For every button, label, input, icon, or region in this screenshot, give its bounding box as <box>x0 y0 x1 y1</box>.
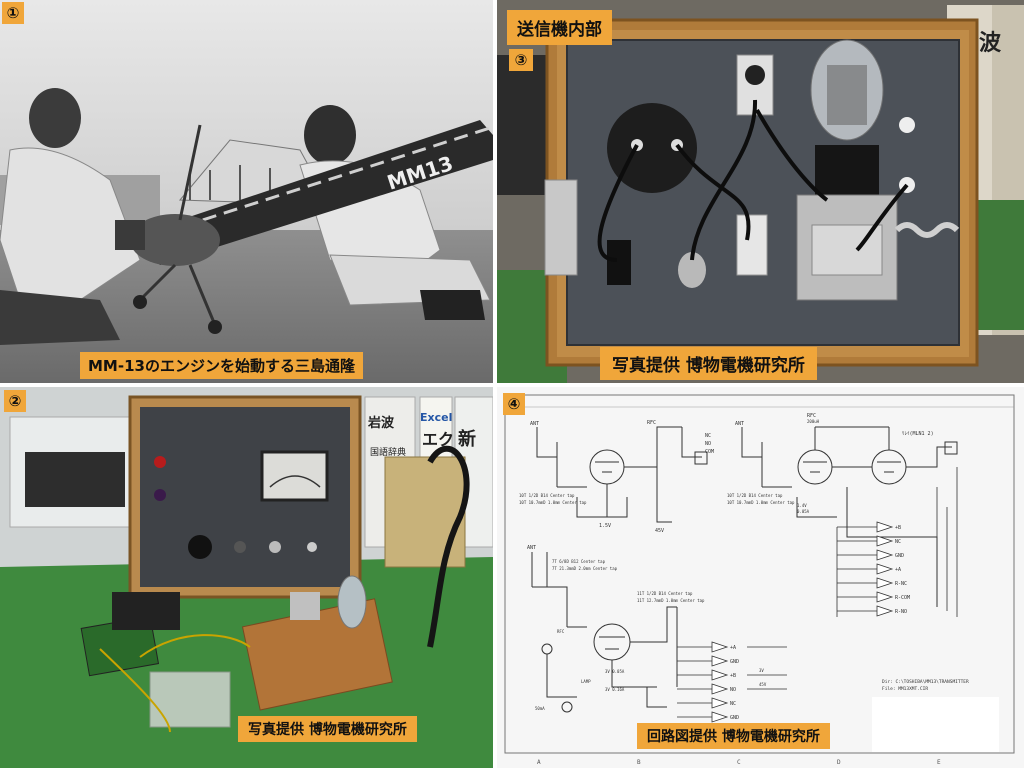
schematic-label-coil-g: 11T 1/2D B14 Center tap <box>637 591 693 596</box>
schematic-label-ant-3: ANT <box>527 545 536 551</box>
transmitter-receiver-photo: 岩波 国語辞典 Excel エク 新 <box>0 387 493 768</box>
schematic-panel-4: ANT RFC NC NO COM 10T 1/2D B14 Center ta… <box>497 387 1024 768</box>
schematic-label-com-1: COM <box>705 449 714 455</box>
schematic-label-lamp: LAMP <box>581 679 591 684</box>
grid-letter-c: C <box>737 759 741 766</box>
panel-caption-3: 写真提供 博物電機研究所 <box>600 347 817 380</box>
panel-number-2: ② <box>4 390 26 412</box>
panel-caption-1: MM-13のエンジンを始動する三島通隆 <box>80 352 363 379</box>
panel-number-3: ③ <box>509 49 533 71</box>
schematic-label-005a: 0.05A <box>797 509 810 514</box>
book-spine-iwanami: 岩波 <box>367 415 395 431</box>
terminal-label-r4: +A <box>895 567 901 573</box>
schematic-file: File: MM13XMT.CIR <box>882 686 928 692</box>
photo-panel-3: 岩波 送信機内部 ③ 写真提供 博物電機研究所 <box>497 0 1024 383</box>
terminal-label-r6: R-COM <box>895 595 910 601</box>
panel-number-4: ④ <box>503 393 525 415</box>
terminal-label-b1: +A <box>730 645 736 651</box>
schematic-label-1v4: 1.4V <box>797 503 807 508</box>
photo-panel-2: 岩波 国語辞典 Excel エク 新 ② 写真提供 博物電機研究所 <box>0 387 493 768</box>
grid-letter-d: D <box>837 759 841 766</box>
terminal-label-b6: GND <box>730 715 739 721</box>
schematic-dir: Dir: C:\TOSHIBA\MM13\TRANSMITTER <box>882 679 969 685</box>
schematic-label-coil-a: 10T 1/2D B14 Center tap <box>519 493 575 498</box>
terminal-label-b3: +B <box>730 673 736 679</box>
grid-letter-a: A <box>537 759 541 766</box>
schematic-label-ant-2: ANT <box>735 421 744 427</box>
transmitter-interior-photo: 岩波 <box>497 0 1024 383</box>
terminal-label-r7: R-NO <box>895 609 907 615</box>
schematic-label-rfc-2: RFC <box>807 413 816 419</box>
circuit-schematic: ANT RFC NC NO COM 10T 1/2D B14 Center ta… <box>497 387 1024 768</box>
schematic-label-45v: 45V <box>655 528 664 534</box>
schematic-label-3v-005a: 3V 0.05A <box>605 669 625 674</box>
book-spine-new: 新 <box>458 428 476 450</box>
panel-number-1: ① <box>2 2 24 24</box>
terminal-label-b4: NO <box>730 687 736 693</box>
schematic-label-coil-h: 11T 12.7mmD 1.0mm Center tap <box>637 598 705 603</box>
schematic-label-rfc-1: RFC <box>647 420 656 426</box>
schematic-label-200uh: 200uH <box>807 419 820 424</box>
schematic-label-nc-1: NC <box>705 433 711 439</box>
grid-letter-b: B <box>637 759 641 766</box>
schematic-label-coil-b: 10T 10.7mmD 1.0mm Center tap <box>519 500 587 505</box>
schematic-label-coil-d: 10T 10.7mmD 1.0mm Center tap <box>727 500 795 505</box>
schematic-label-coil-f: 7T 21.3mmD 2.0mm Center tap <box>552 566 618 571</box>
schematic-label-45v-2: 45V <box>759 682 767 687</box>
schematic-label-ant-1: ANT <box>530 421 539 427</box>
panel-caption-4: 回路図提供 博物電機研究所 <box>637 723 830 749</box>
schematic-label-coil-c: 10T 1/2D B14 Center tap <box>727 493 783 498</box>
terminal-label-r5: R-NC <box>895 581 907 587</box>
schematic-label-no-1: NO <box>705 441 711 447</box>
schematic-label-coil-e: 7T 6/8D B12 Center tap <box>552 559 606 564</box>
terminal-label-b2: GND <box>730 659 739 665</box>
book-spine-dictionary: 国語辞典 <box>370 446 406 458</box>
book-spine-excel: Excel <box>420 411 452 424</box>
engine-start-photo: MM13 <box>0 0 493 383</box>
terminal-label-r2: NC <box>895 539 901 545</box>
terminal-label-r1: +B <box>895 525 901 531</box>
grid-letter-e: E <box>937 759 941 766</box>
panel-title-3: 送信機内部 <box>507 10 612 45</box>
schematic-label-3v: 3V <box>759 668 764 673</box>
schematic-label-3v-016a: 3V 0.16A <box>605 687 625 692</box>
schematic-label-50ma: 50mA <box>535 706 545 711</box>
schematic-label-relay: ﾘﾚｲ(MLN1 2) <box>902 431 934 437</box>
book-spine-ek: エク <box>422 430 454 449</box>
terminal-label-b5: NC <box>730 701 736 707</box>
panel-caption-2: 写真提供 博物電機研究所 <box>238 716 417 742</box>
schematic-label-1v5: 1.5V <box>599 523 611 529</box>
schematic-label-rfc-3: RFC <box>557 629 565 634</box>
terminal-label-r3: GND <box>895 553 904 559</box>
photo-panel-1: MM13 ① MM-13のエンジンを始動する三島通隆 <box>0 0 493 383</box>
